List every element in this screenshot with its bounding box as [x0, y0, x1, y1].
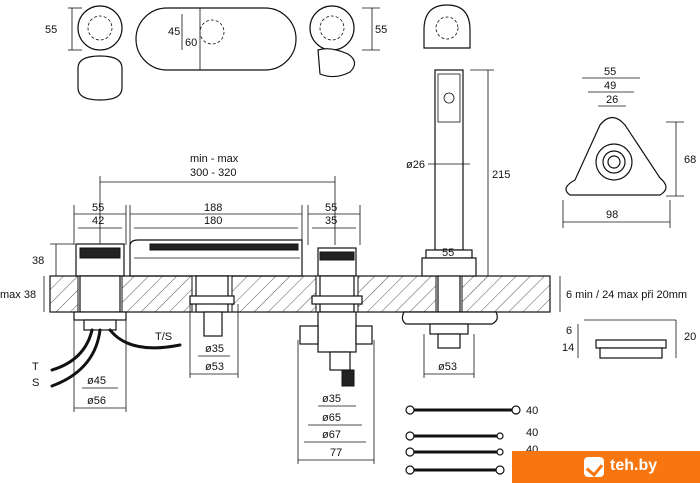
dim-d53-left: ø53: [205, 361, 224, 373]
dim-tap-top-h: 55: [45, 24, 57, 36]
dim-d35-left: ø35: [205, 343, 224, 355]
dim-spout-top-w: 45: [168, 26, 180, 38]
dim-left-outer: 55: [92, 202, 104, 214]
width-dimensions: 55 42 188 180 55 35: [73, 202, 361, 245]
top-view-left-tap: 55: [45, 5, 123, 101]
dim-right-inner: 35: [325, 215, 337, 227]
dim-d53-right: ø53: [438, 361, 457, 373]
dim-shower-base: 55: [442, 247, 454, 259]
top-view-spout: 45 60: [135, 7, 297, 71]
dim-right-outer: 55: [325, 202, 337, 214]
dim-hs-base: 98: [606, 209, 618, 221]
label-t: T: [32, 361, 39, 373]
top-view-handshower-holder: [423, 4, 471, 49]
hand-shower-side: ø26 215 55 ø53: [401, 69, 510, 378]
dim-hs-hole: 26: [606, 94, 618, 106]
top-view-right-tap: 55: [309, 5, 387, 78]
dim-shower-height: 215: [492, 169, 510, 181]
dim-w77: 77: [330, 447, 342, 459]
dim-d67: ø67: [322, 429, 341, 441]
dim-hs-w: 55: [604, 66, 616, 78]
dim-plate-6: 6: [566, 325, 572, 337]
dim-hose-1: 40: [526, 405, 538, 417]
site-watermark[interactable]: teh.by: [512, 451, 700, 483]
span-label: min - max: [190, 153, 239, 165]
left-under-deck: T/S T S ø45 ø56: [32, 275, 182, 412]
dim-spout-outer: 188: [204, 202, 222, 214]
dim-hose-2: 40: [526, 427, 538, 439]
dim-deck-thickness: 6 min / 24 max při 20mm: [566, 289, 687, 301]
dim-d65: ø65: [322, 412, 341, 424]
dim-shower-tube: ø26: [406, 159, 425, 171]
dim-left-inner: 42: [92, 215, 104, 227]
middle-under-deck: ø35 ø53: [189, 275, 239, 378]
dim-left-height: 38: [32, 255, 44, 267]
handshower-base-top-view: 55 49 26 68 98: [562, 66, 696, 228]
dim-d56: ø56: [87, 395, 106, 407]
watermark-strip: [512, 451, 700, 483]
dim-plate-14: 14: [562, 342, 574, 354]
dim-hs-depth: 68: [684, 154, 696, 166]
flex-hoses: 40 40 40 40: [405, 405, 538, 477]
deck-section: max 38 6 min / 24 max při 20mm: [0, 275, 687, 313]
right-under-deck: ø35 ø65 ø67 77: [297, 275, 375, 464]
watermark-brand: teh.by: [610, 457, 658, 474]
span-dimension: min - max 300 - 320: [99, 153, 336, 245]
dim-d35-right: ø35: [322, 393, 341, 405]
plate-detail: 6 14 20: [562, 319, 696, 359]
dim-hs-mid: 49: [604, 80, 616, 92]
dim-spout-inner: 180: [204, 215, 222, 227]
dim-spout-top-h: 60: [185, 37, 197, 49]
spout-side: [129, 239, 303, 277]
right-tap-side: [317, 247, 357, 277]
dim-tap-top-h-right: 55: [375, 24, 387, 36]
dim-plate-20: 20: [684, 331, 696, 343]
span-value: 300 - 320: [190, 167, 236, 179]
label-s: S: [32, 377, 39, 389]
dim-max-thickness: max 38: [0, 289, 36, 301]
left-tap-side: 38: [32, 243, 125, 277]
checkmark-icon: [584, 457, 604, 477]
label-ts: T/S: [155, 331, 172, 343]
dim-d45: ø45: [87, 375, 106, 387]
